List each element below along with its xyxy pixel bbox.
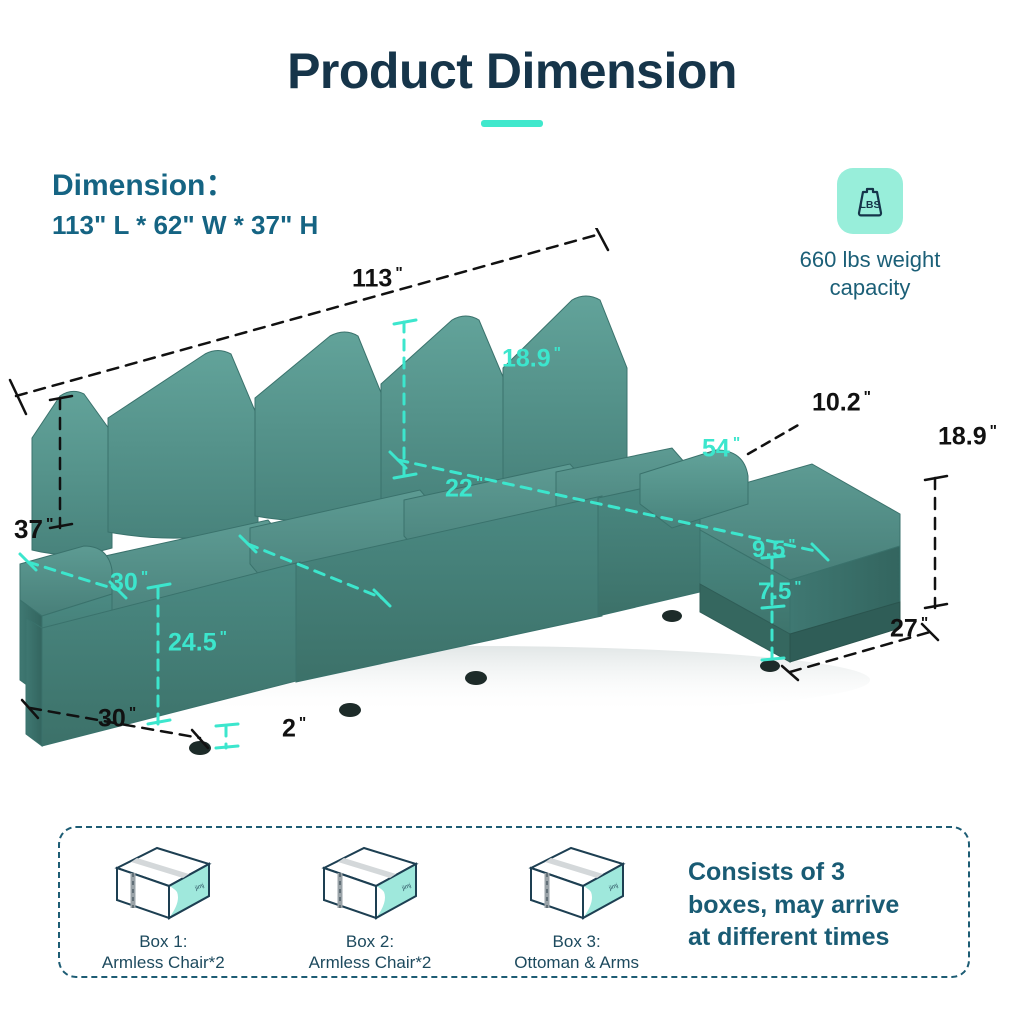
measure-label-cushion-thickness: 9.5" — [752, 538, 795, 562]
measure-unit-chaise-depth: " — [920, 615, 929, 632]
measure-label-base-height: 7.5" — [758, 580, 801, 604]
black-dimension-ticks — [8, 228, 949, 750]
measure-value-chaise-arm-height: 18.9 — [938, 422, 987, 451]
measure-value-arm-width: 10.2 — [812, 388, 861, 417]
measure-value-overall-height: 37 — [14, 514, 43, 544]
product-illustration: 113" 37" 18.9" 22" 10.2" 54" 18.9" 9.5" … — [0, 228, 1024, 768]
chaise-ottoman — [639, 449, 901, 663]
box-caption: Box 1: Armless Chair*2 — [68, 931, 258, 974]
measure-label-seat-height: 24.5" — [168, 630, 227, 656]
box-label-line1: Box 2: — [345, 932, 395, 951]
shipping-box-icon: jimj — [528, 846, 626, 920]
measure-label-sofa-depth: 30" — [98, 706, 136, 732]
packaging-note-line3: at different times — [688, 923, 890, 951]
weight-capacity-badge: LBS 660 lbs weight capacity — [752, 168, 988, 301]
shipping-box-icon: jimj — [321, 846, 419, 920]
measure-value-cushion-thickness: 9.5 — [752, 536, 786, 564]
measure-unit-seat-depth: " — [475, 475, 484, 492]
measure-value-backrest-height: 18.9 — [502, 344, 551, 373]
lbs-icon-label: LBS — [860, 199, 881, 211]
measure-value-base-height: 7.5 — [758, 578, 792, 606]
measure-label-overall-length: 113" — [352, 266, 403, 292]
box-caption: Box 2: Armless Chair*2 — [275, 931, 465, 974]
measure-label-backrest-height: 18.9" — [502, 346, 561, 372]
backrest-cushions — [31, 295, 628, 555]
measure-label-chaise-depth: 27" — [890, 616, 928, 642]
list-item: jimj Box 2: Armless Chair*2 — [275, 842, 465, 974]
measure-label-arm-height: 30" — [110, 570, 148, 596]
lbs-weight-icon: LBS — [837, 168, 903, 234]
measure-unit-arm-height: " — [140, 569, 149, 586]
measure-unit-chaise-arm-height: " — [989, 423, 998, 440]
box-label-line1: Box 1: — [139, 932, 188, 951]
list-item: jimj Box 3: Ottoman & Arms — [482, 842, 672, 974]
measure-unit-seat-height: " — [219, 629, 228, 646]
measure-unit-arm-width: " — [863, 389, 872, 406]
packaging-note-line2: boxes, may arrive — [688, 890, 900, 919]
measure-value-seat-depth: 22 — [445, 474, 473, 503]
box-label-line2: Ottoman & Arms — [514, 953, 639, 973]
measure-label-chaise-arm-height: 18.9" — [938, 424, 997, 450]
measure-unit-sofa-depth: " — [128, 705, 137, 722]
measure-unit-backrest-height: " — [553, 345, 562, 362]
measure-unit-overall-height: " — [45, 515, 54, 534]
measure-label-leg-height: 2" — [282, 716, 306, 742]
measure-unit-overall-length: " — [395, 265, 403, 282]
packaging-panel: jimj Box 1: Armless Chair*2 jimj Box 2: … — [58, 826, 970, 978]
measure-value-chaise-length: 54 — [702, 434, 730, 463]
measure-value-sofa-depth: 30 — [98, 704, 126, 733]
measure-value-leg-height: 2 — [282, 714, 296, 743]
svg-text:jimj: jimj — [401, 883, 413, 892]
dimension-heading: Dimension： — [52, 169, 236, 202]
black-dimension-lines — [14, 232, 937, 740]
measure-unit-base-height: " — [794, 579, 802, 595]
sofa-legs — [189, 610, 780, 755]
weight-capacity-caption: 660 lbs weight capacity — [752, 246, 988, 301]
cyan-dimension-ticks — [18, 318, 830, 750]
title-underline-accent — [481, 120, 543, 127]
weight-caption-line2: capacity — [829, 274, 911, 300]
measure-label-seat-depth: 22" — [445, 476, 483, 502]
packaging-note: Consists of 3 boxes, may arrive at diffe… — [688, 856, 958, 954]
cyan-dimension-lines — [26, 320, 822, 750]
sofa-diagram — [8, 228, 949, 755]
measure-unit-leg-height: " — [298, 715, 307, 732]
packaging-note-line1: Consists of 3 — [688, 858, 845, 886]
measure-value-arm-height: 30 — [110, 568, 138, 597]
dimension-block: Dimension： 113" L * 62" W * 37" H — [52, 168, 318, 241]
shipping-box-icon: jimj — [114, 846, 212, 920]
measure-label-overall-height: 37" — [14, 516, 54, 542]
weight-caption-line1: 660 lbs weight — [799, 247, 941, 272]
list-item: jimj Box 1: Armless Chair*2 — [68, 842, 258, 974]
page-title: Product Dimension — [287, 43, 737, 99]
svg-text:jimj: jimj — [194, 883, 206, 892]
measure-value-chaise-depth: 27 — [890, 614, 918, 643]
box-label-line2: Armless Chair*2 — [308, 953, 432, 973]
measure-unit-cushion-thickness: " — [788, 537, 796, 553]
box-label-line1: Box 3: — [552, 932, 601, 951]
measure-value-overall-length: 113 — [352, 264, 393, 293]
box-label-line2: Armless Chair*2 — [101, 953, 225, 973]
measure-value-seat-height: 24.5 — [168, 628, 217, 657]
measure-unit-chaise-length: " — [732, 435, 741, 452]
svg-text:jimj: jimj — [607, 883, 619, 892]
measure-label-chaise-length: 54" — [702, 436, 740, 462]
dimension-value: 113" L * 62" W * 37" H — [52, 210, 319, 240]
measure-label-arm-width: 10.2" — [812, 390, 871, 416]
box-caption: Box 3: Ottoman & Arms — [482, 931, 672, 974]
packaging-box-list: jimj Box 1: Armless Chair*2 jimj Box 2: … — [60, 828, 680, 976]
